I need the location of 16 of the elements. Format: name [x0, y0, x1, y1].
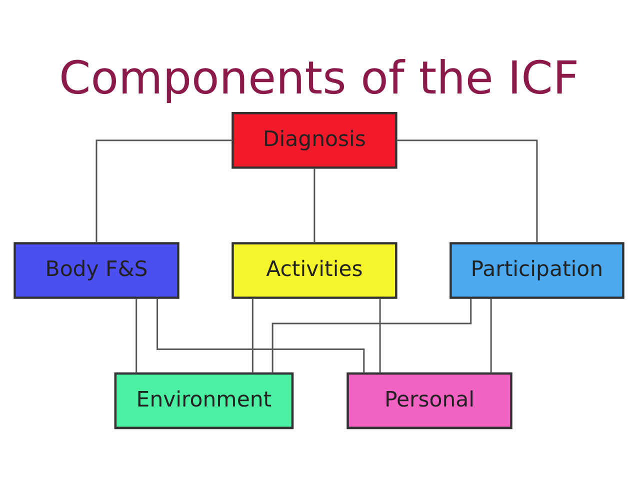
node-box: Environment — [114, 372, 294, 430]
connector — [252, 298, 254, 374]
node-box: Activities — [232, 242, 398, 299]
node-box: Body F&S — [14, 242, 180, 299]
connector — [314, 168, 316, 243]
connector — [272, 298, 472, 374]
connector — [490, 298, 492, 374]
connector — [396, 140, 538, 243]
connector — [96, 140, 233, 243]
connector — [379, 298, 381, 374]
connector — [156, 298, 365, 374]
node-box: Participation — [450, 242, 624, 299]
node-box: Diagnosis — [232, 112, 398, 169]
diagram-title: Components of the ICF — [59, 51, 579, 104]
connector — [136, 298, 138, 374]
node-box: Personal — [346, 372, 512, 430]
